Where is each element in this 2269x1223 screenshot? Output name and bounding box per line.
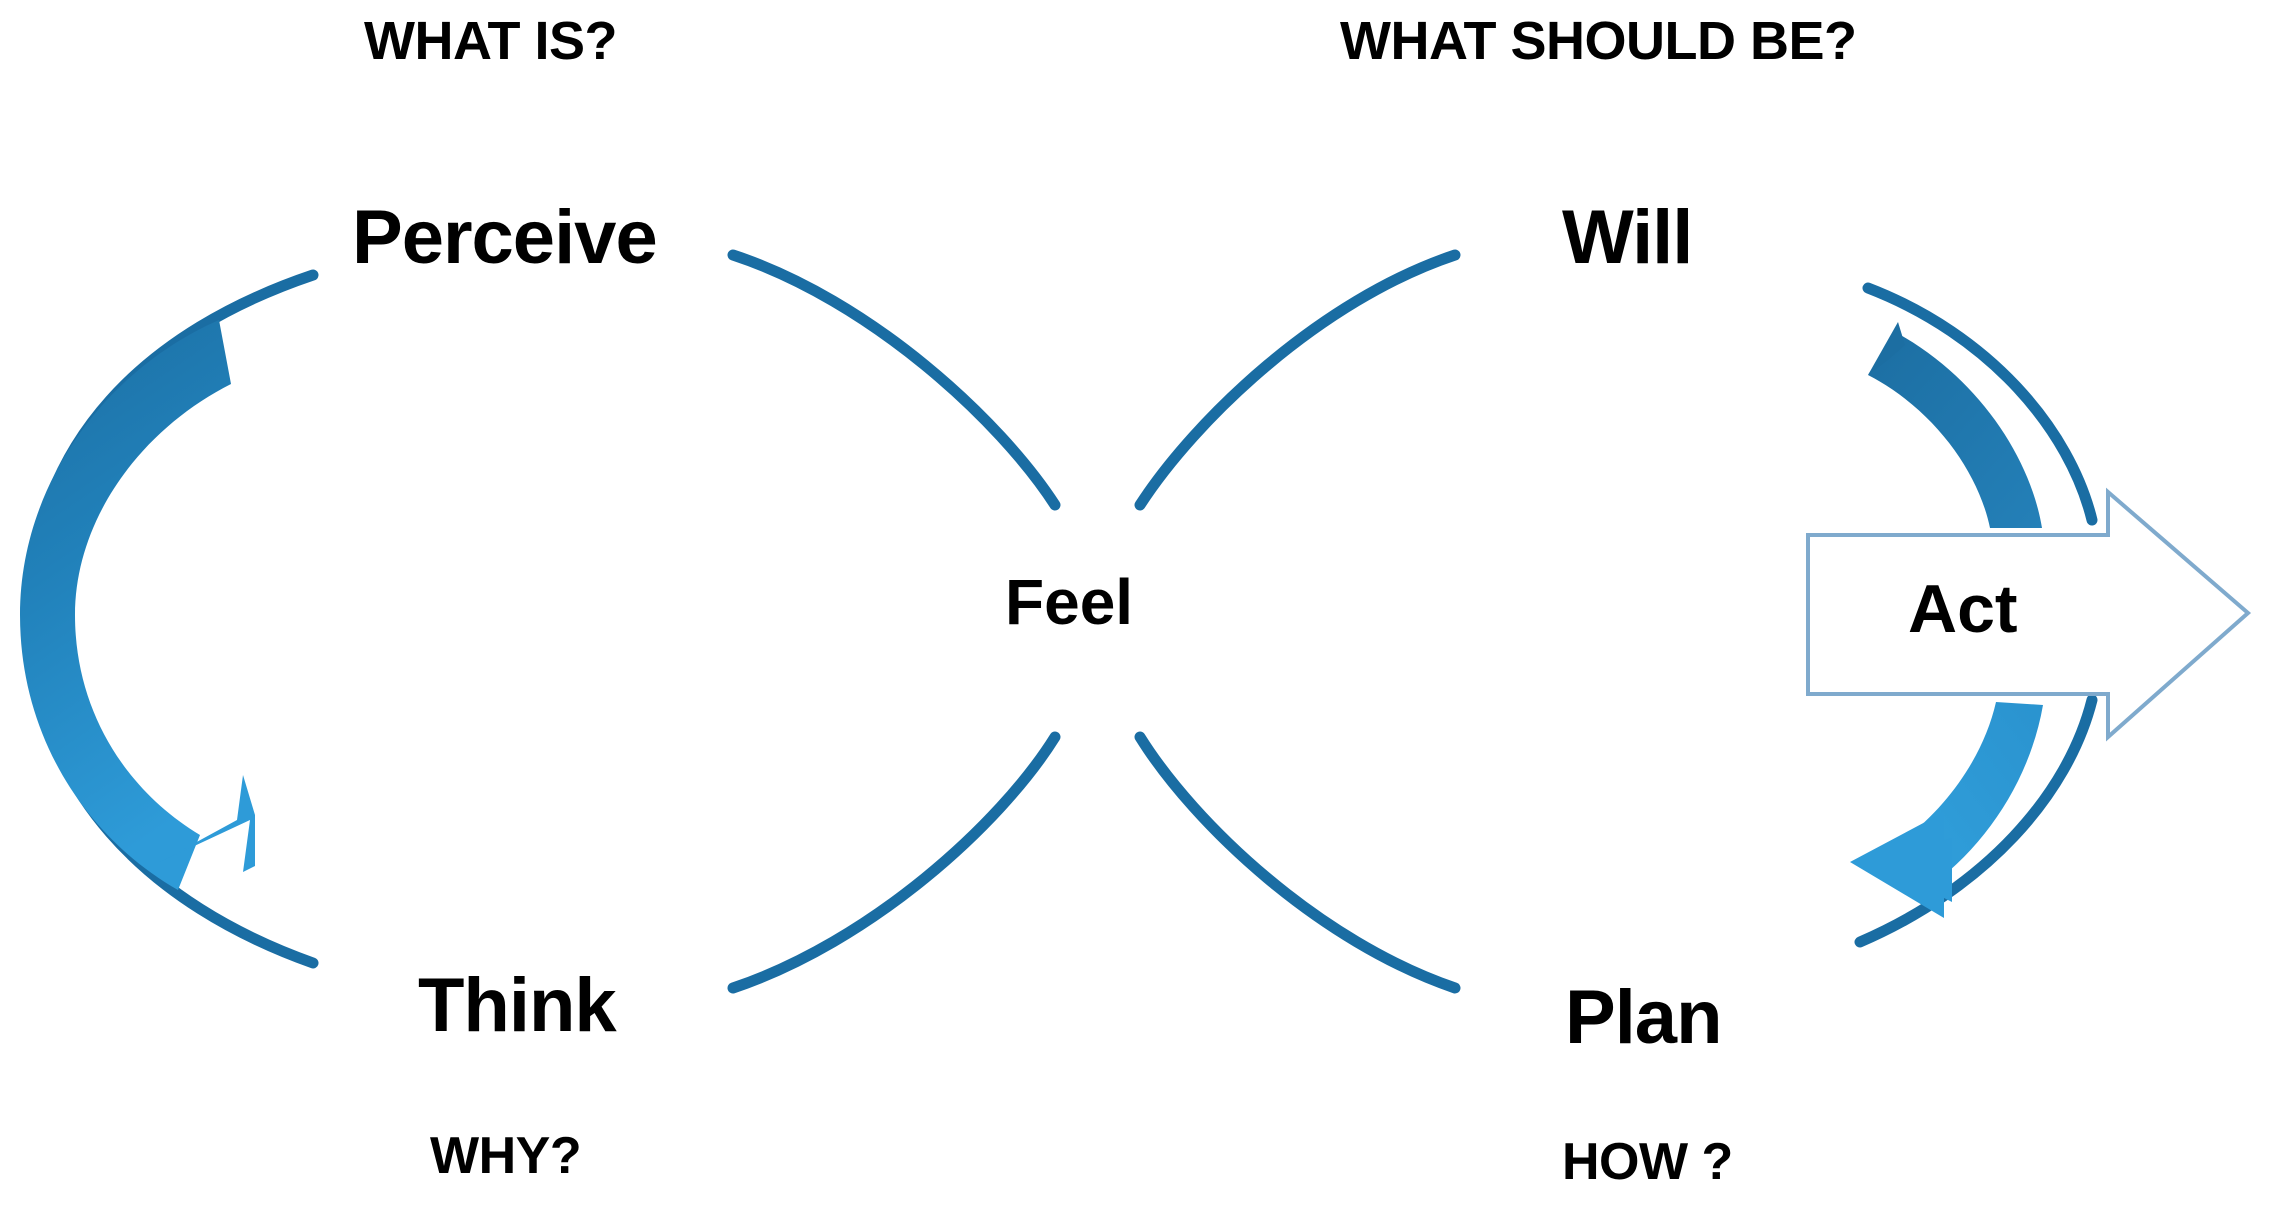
center-arc-bottom-right [1134, 731, 1461, 994]
header-what-is: WHAT IS? [364, 11, 617, 71]
node-perceive: Perceive [352, 195, 658, 280]
right-outer-arc-top [1862, 282, 2098, 526]
left-cycle-arrow-icon [20, 320, 255, 890]
question-how: HOW ? [1562, 1133, 1733, 1191]
center-arc-top-left [727, 249, 1061, 511]
node-feel: Feel [1005, 566, 1134, 638]
node-think: Think [418, 963, 617, 1048]
center-arc-bottom-left [727, 731, 1061, 994]
act-block-arrow-icon [1806, 487, 2252, 742]
node-plan: Plan [1565, 975, 1722, 1060]
center-arc-top-right [1134, 249, 1461, 511]
question-why: WHY? [430, 1127, 582, 1185]
right-cycle-arrow-top-icon [1868, 322, 2042, 528]
header-what-should-be: WHAT SHOULD BE? [1340, 11, 1857, 71]
right-outer-arc-bottom [1854, 694, 2098, 948]
node-will: Will [1562, 195, 1693, 280]
right-cycle-arrow-bottom-icon [1850, 702, 2043, 918]
node-act: Act [1908, 571, 2018, 647]
